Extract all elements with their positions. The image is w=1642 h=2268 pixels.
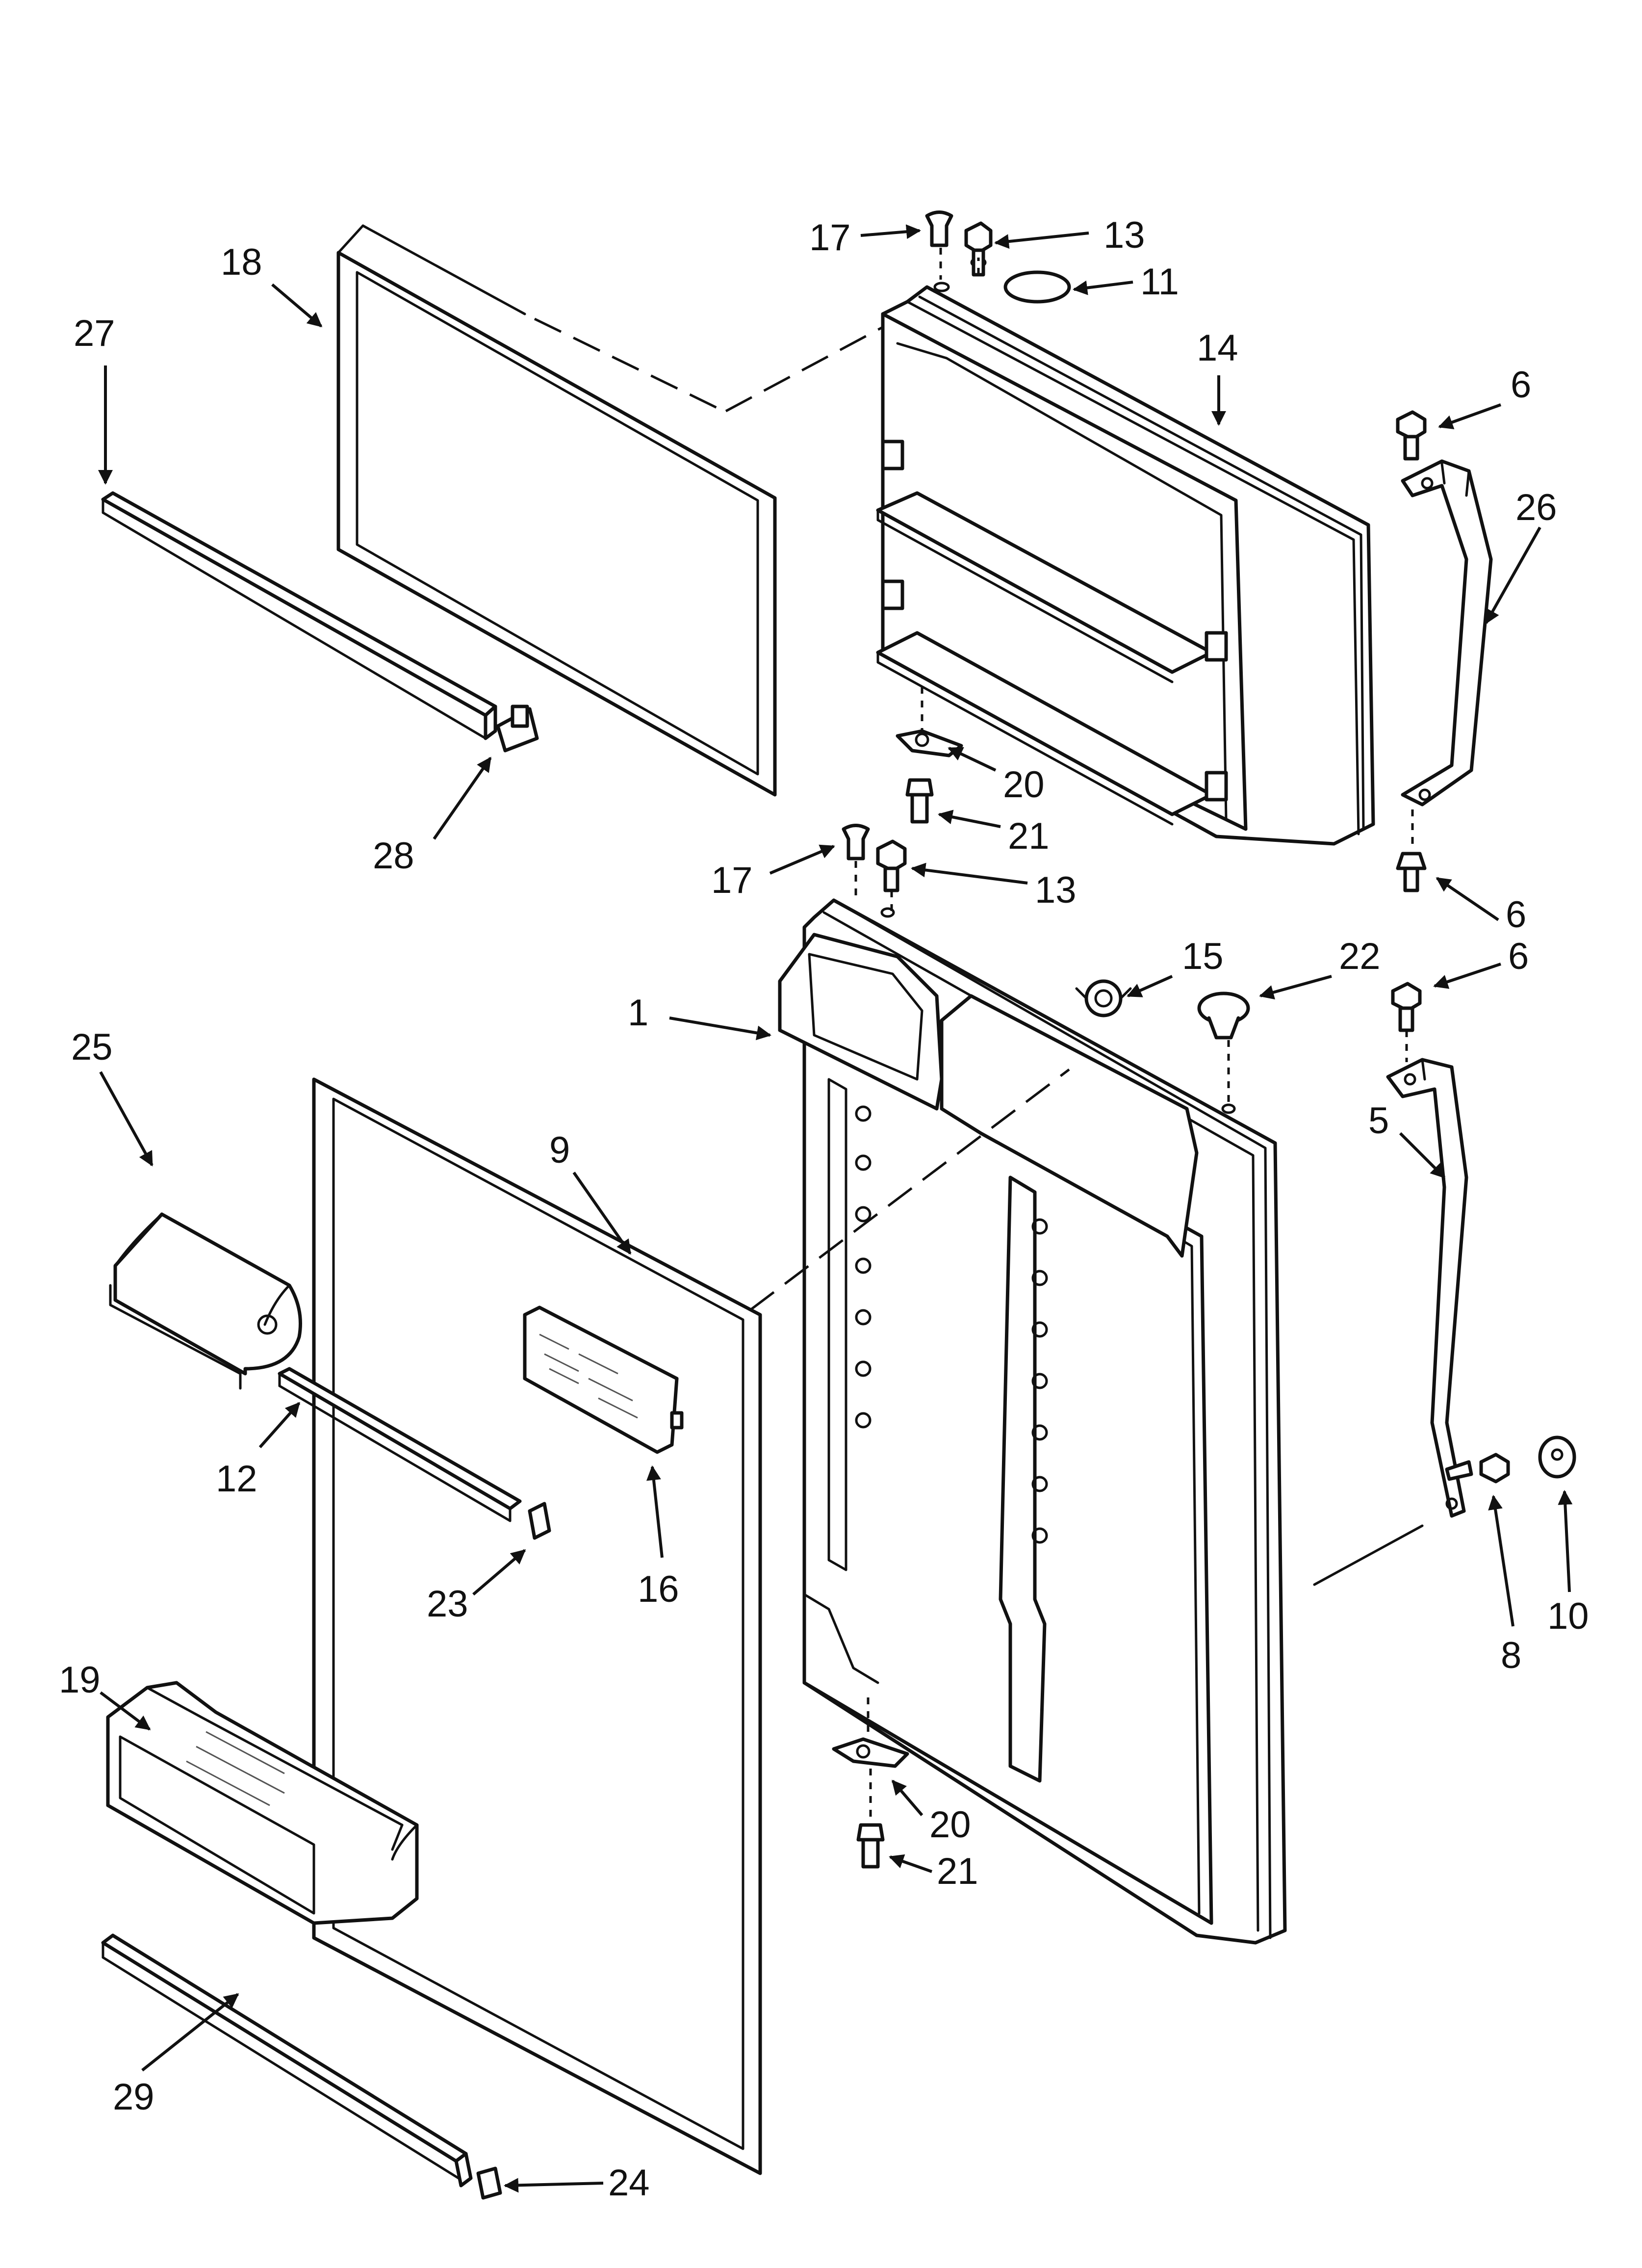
callout-6: 6 xyxy=(1506,894,1526,936)
callout-12: 12 xyxy=(216,1458,257,1500)
callout-23: 23 xyxy=(427,1583,468,1625)
refrigerator-hinge-pin-17 xyxy=(842,824,870,898)
callout-19: 19 xyxy=(59,1659,101,1701)
fresh-food-alignment-lines xyxy=(749,1069,1424,1586)
refrigerator-door-gasket xyxy=(312,1077,762,2175)
refrigerator-bottom-screw xyxy=(856,1769,885,1869)
callout-25: 25 xyxy=(71,1026,113,1068)
freezer-door-handle xyxy=(1401,459,1493,807)
callout-29: 29 xyxy=(113,2076,154,2118)
refrigerator-bottom-hinge-plate xyxy=(832,1697,909,1768)
callout-17: 17 xyxy=(809,217,851,259)
callout-6: 6 xyxy=(1511,364,1531,406)
freezer-shelf-trim xyxy=(101,491,497,740)
callout-22: 22 xyxy=(1339,936,1381,977)
freezer-bottom-hinge-plate xyxy=(896,687,963,757)
callout-17: 17 xyxy=(711,860,753,901)
callout-1: 1 xyxy=(628,992,648,1034)
hole-plug-15 xyxy=(1075,979,1132,1017)
butter-compartment-door xyxy=(523,1305,684,1454)
door-bin xyxy=(106,1681,419,1925)
freezer-handle-screw-top xyxy=(1396,410,1427,461)
refrigerator-handle-screw-top xyxy=(1391,982,1422,1062)
freezer-bottom-screw xyxy=(905,778,934,824)
callout-27: 27 xyxy=(74,313,115,354)
freezer-alignment-line xyxy=(725,313,908,413)
callout-13: 13 xyxy=(1103,214,1145,256)
freezer-hinge-pin-17 xyxy=(925,210,953,280)
handle-cap-10 xyxy=(1538,1435,1576,1479)
callout-8: 8 xyxy=(1501,1635,1521,1676)
callout-14: 14 xyxy=(1197,327,1238,369)
callout-leaders xyxy=(98,224,1573,2193)
callout-labels: 17 13 11 18 27 14 6 26 20 21 28 17 13 6 … xyxy=(59,214,1589,2204)
callout-26: 26 xyxy=(1515,487,1557,528)
callout-10: 10 xyxy=(1547,1595,1589,1637)
callout-20: 20 xyxy=(1003,764,1045,806)
callout-21: 21 xyxy=(1008,815,1050,857)
door-bin-buttons xyxy=(855,1105,1048,1544)
callout-5: 5 xyxy=(1368,1100,1389,1142)
refrigerator-door xyxy=(778,898,1287,1945)
callout-20: 20 xyxy=(929,1804,971,1846)
callout-21: 21 xyxy=(937,1851,978,1892)
callout-16: 16 xyxy=(638,1568,679,1610)
dairy-compartment xyxy=(109,1212,302,1390)
freezer-door xyxy=(876,257,1375,846)
callout-11: 11 xyxy=(1140,261,1179,303)
shelf-trim-end-cap xyxy=(496,704,539,753)
callout-24: 24 xyxy=(608,2162,650,2204)
callout-9: 9 xyxy=(549,1129,570,1171)
callout-18: 18 xyxy=(221,241,262,283)
hole-plug-22 xyxy=(1197,991,1250,1104)
freezer-screw-13 xyxy=(964,221,993,277)
refrigerator-screw-13 xyxy=(876,839,907,912)
door-bin-trim xyxy=(101,1933,473,2188)
shelf-trim-12 xyxy=(278,1367,522,1522)
door-trim-end-cap-24 xyxy=(476,2166,502,2200)
callout-13: 13 xyxy=(1035,869,1077,911)
shelf-end-cap-23 xyxy=(528,1502,551,1540)
callout-28: 28 xyxy=(373,835,414,877)
freezer-door-gasket xyxy=(336,224,777,797)
freezer-plug-11 xyxy=(1003,270,1071,304)
callout-6: 6 xyxy=(1508,936,1529,977)
handle-screw-8 xyxy=(1445,1453,1510,1484)
refrigerator-door-handle xyxy=(1386,1058,1468,1518)
callout-15: 15 xyxy=(1182,936,1224,977)
freezer-handle-screw-bottom xyxy=(1396,809,1427,892)
